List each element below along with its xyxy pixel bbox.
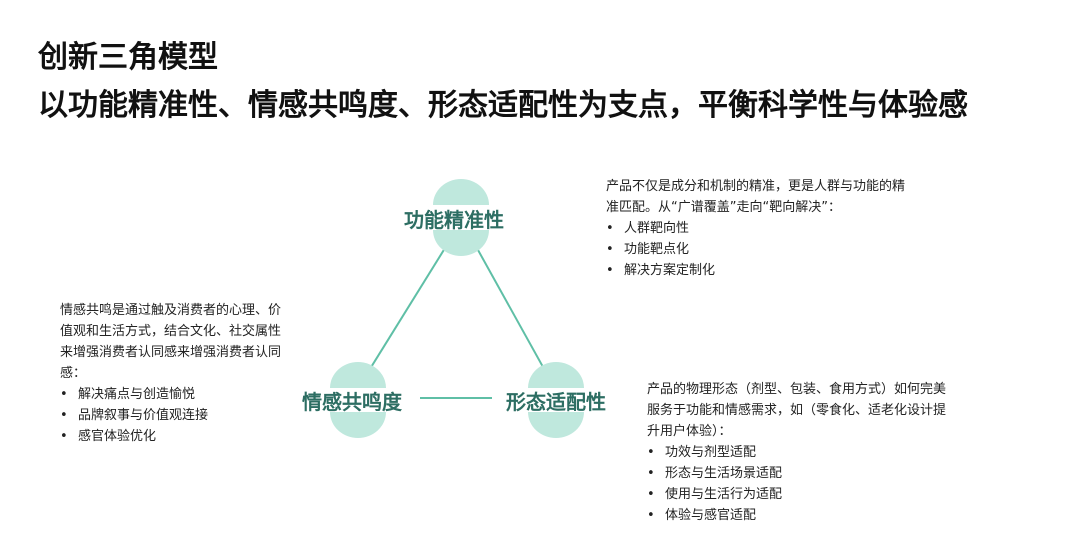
list-item: 功效与剂型适配 <box>647 442 947 463</box>
node-left-cap-lower <box>330 412 386 438</box>
list-item: 形态与生活场景适配 <box>647 463 947 484</box>
list-item: 品牌叙事与价值观连接 <box>60 405 292 426</box>
node-top-cap-lower <box>433 230 489 256</box>
desc-text: 产品的物理形态（剂型、包装、食用方式）如何完美服务于功能和情感需求，如（零食化、… <box>647 382 947 439</box>
desc-form-adaptability: 产品的物理形态（剂型、包装、食用方式）如何完美服务于功能和情感需求，如（零食化、… <box>647 379 947 526</box>
page-title: 创新三角模型 <box>38 40 218 75</box>
page-subtitle: 以功能精准性、情感共鸣度、形态适配性为支点，平衡科学性与体验感 <box>38 88 968 123</box>
list-item: 人群靶向性 <box>606 218 906 239</box>
edge-top-left <box>359 231 456 386</box>
list-item: 功能靶点化 <box>606 239 906 260</box>
list-item: 体验与感官适配 <box>647 505 947 526</box>
desc-text: 产品不仅是成分和机制的精准，更是人群与功能的精准匹配。从“广谱覆盖”走向“靶向解… <box>606 179 906 215</box>
desc-functional-precision: 产品不仅是成分和机制的精准，更是人群与功能的精准匹配。从“广谱覆盖”走向“靶向解… <box>606 176 906 281</box>
node-left-cap-upper <box>330 362 386 388</box>
node-right-cap-lower <box>528 412 584 438</box>
node-label-emotional-resonance: 情感共鸣度 <box>302 390 402 414</box>
bullet-list: 解决痛点与创造愉悦 品牌叙事与价值观连接 感官体验优化 <box>60 384 292 447</box>
node-label-functional-precision: 功能精准性 <box>404 208 504 232</box>
list-item: 解决痛点与创造愉悦 <box>60 384 292 405</box>
bullet-list: 人群靶向性 功能靶点化 解决方案定制化 <box>606 218 906 281</box>
list-item: 解决方案定制化 <box>606 260 906 281</box>
list-item: 使用与生活行为适配 <box>647 484 947 505</box>
desc-text: 情感共鸣是通过触及消费者的心理、价值观和生活方式，结合文化、社交属性来增强消费者… <box>60 303 282 381</box>
node-right-cap-upper <box>528 362 584 388</box>
list-item: 感官体验优化 <box>60 426 292 447</box>
node-top-cap-upper <box>433 179 489 205</box>
edge-top-right <box>467 231 554 386</box>
node-label-form-adaptability: 形态适配性 <box>506 390 606 414</box>
desc-emotional-resonance: 情感共鸣是通过触及消费者的心理、价值观和生活方式，结合文化、社交属性来增强消费者… <box>60 300 292 447</box>
bullet-list: 功效与剂型适配 形态与生活场景适配 使用与生活行为适配 体验与感官适配 <box>647 442 947 526</box>
